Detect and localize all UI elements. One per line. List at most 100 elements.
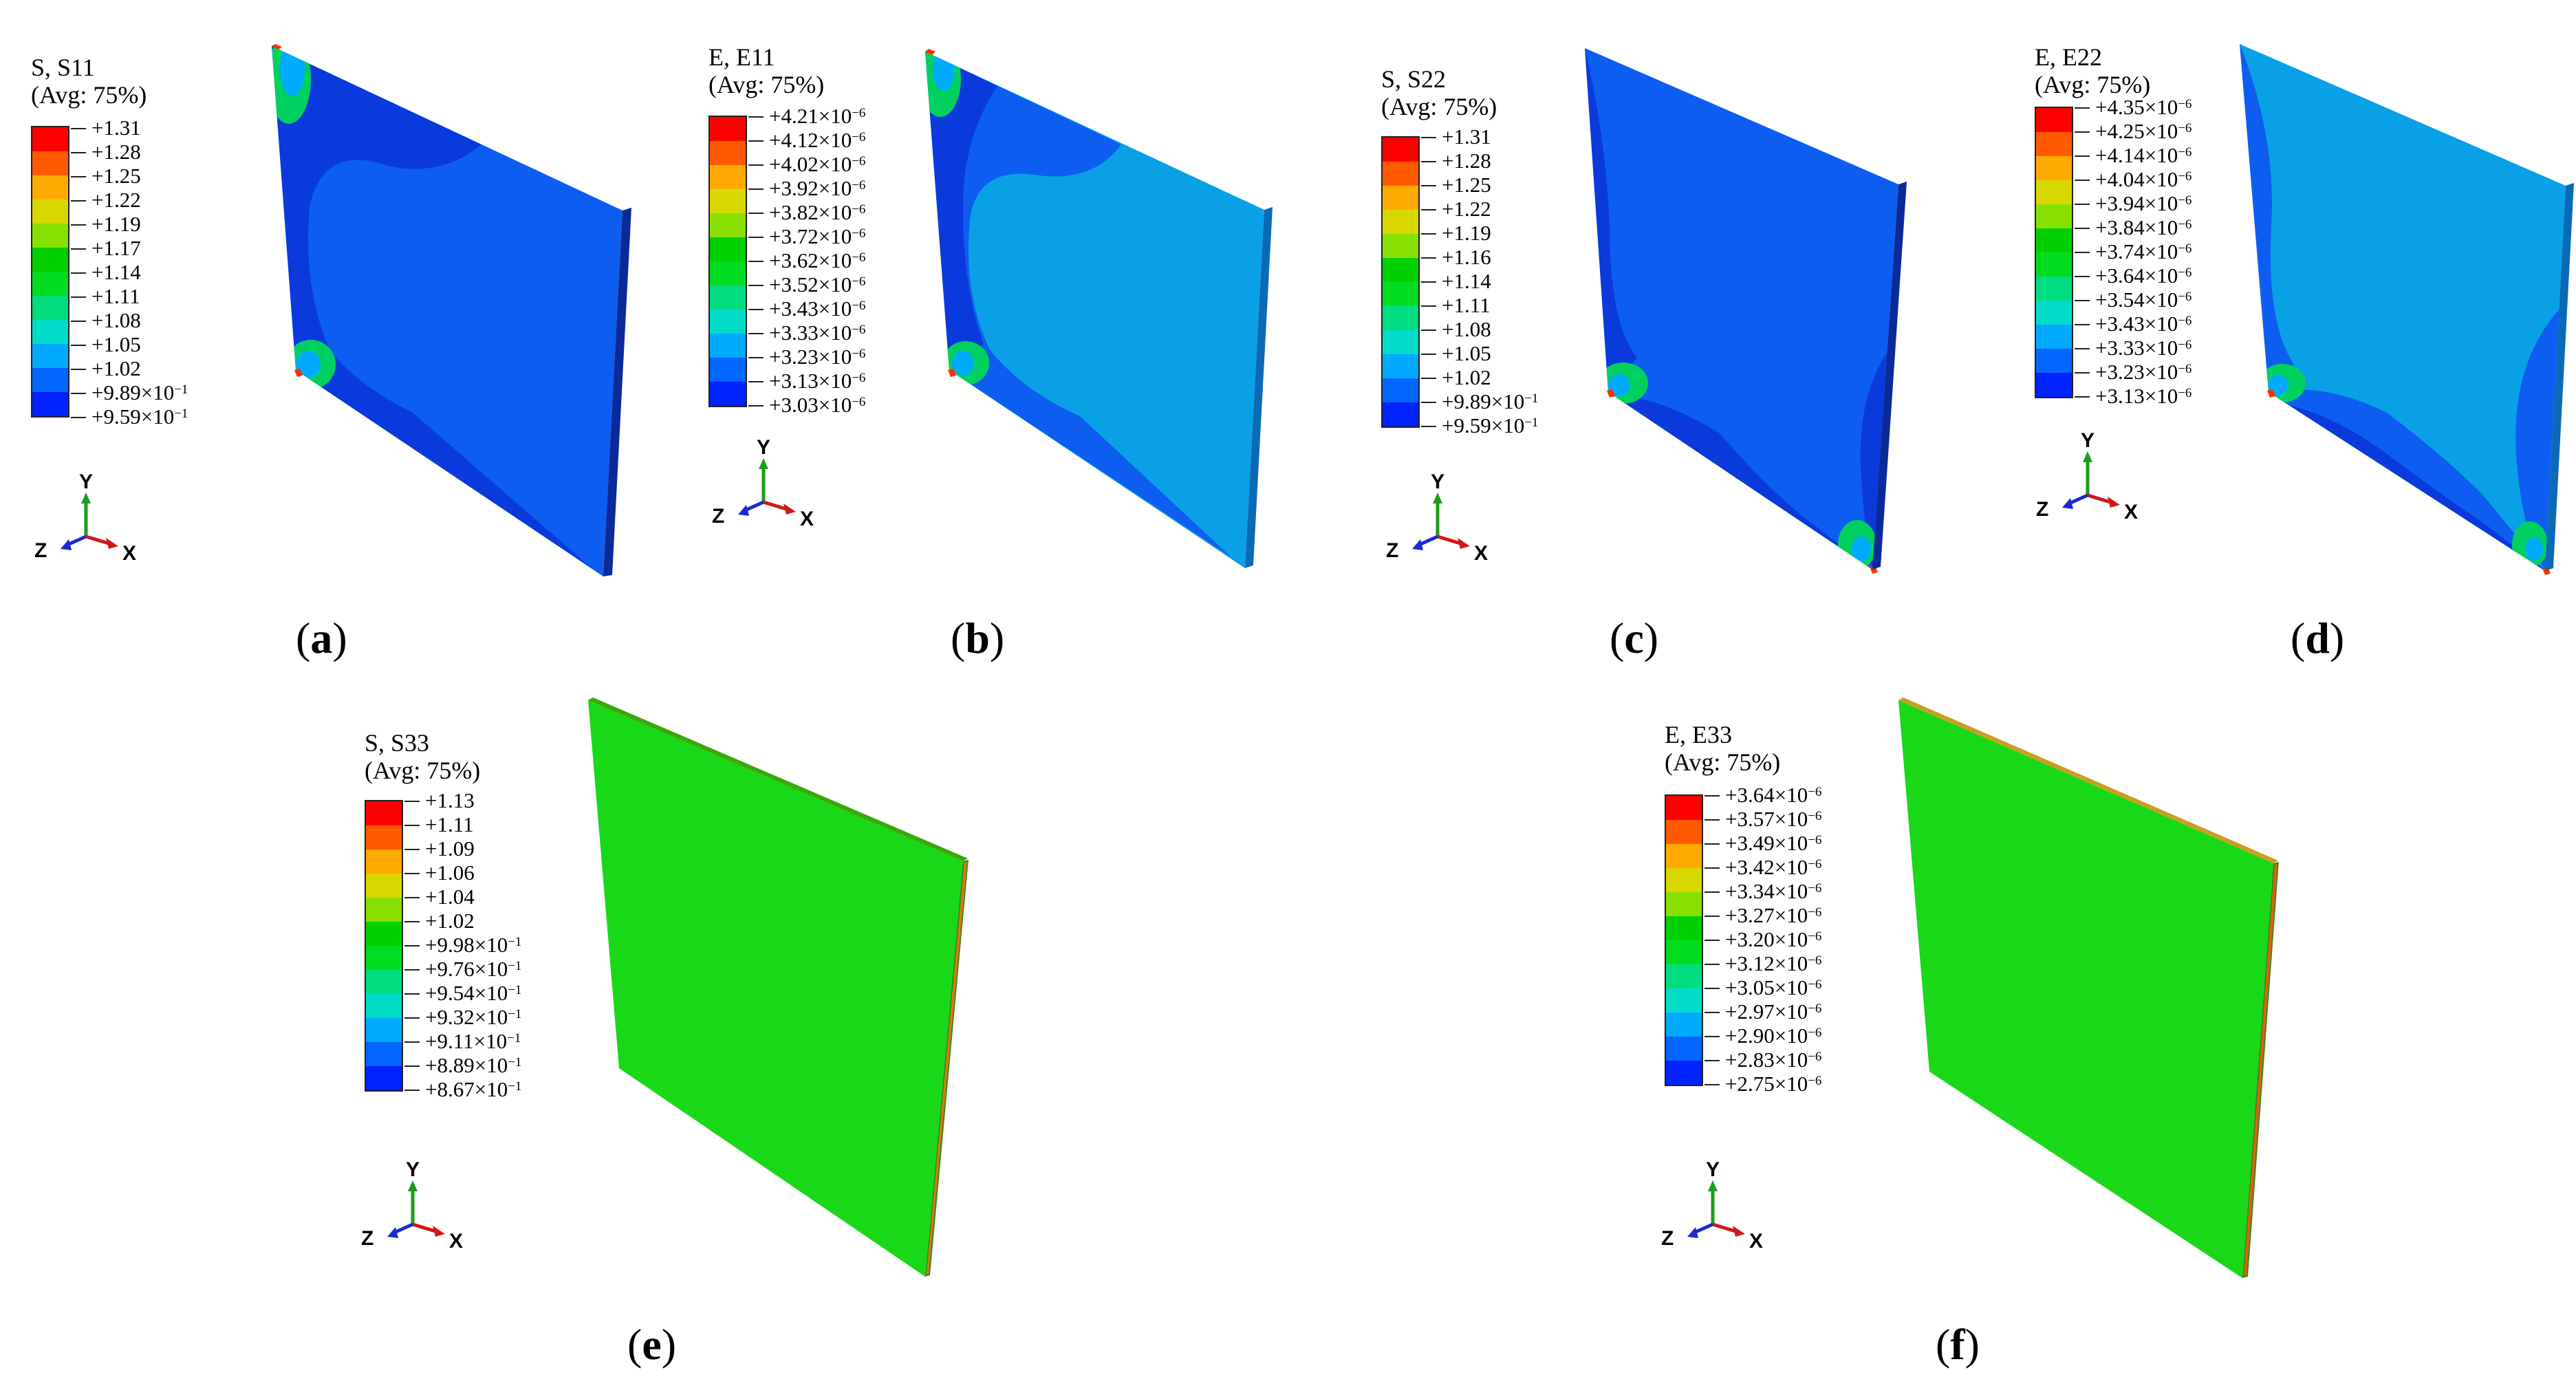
tick-value: +1.02 <box>1442 365 1491 389</box>
legend-tick-label: +3.94×10−6 <box>2074 192 2192 215</box>
legend-title: S, S22 <box>1381 65 1447 93</box>
tick-exponent: −6 <box>2178 314 2192 328</box>
legend-tick-label: +9.59×10−1 <box>70 405 188 429</box>
legend-color-band <box>32 344 68 368</box>
legend-tick-label: +1.22 <box>1421 197 1491 221</box>
tick-value: +3.57×10 <box>1725 807 1808 831</box>
legend-color-band <box>1666 1037 1702 1061</box>
axis-y-label: Y <box>79 470 93 493</box>
color-legend-bar <box>2035 107 2073 398</box>
tick-value: +1.05 <box>91 332 141 356</box>
legend-tick-label: +1.02 <box>71 356 141 380</box>
legend-tick-label: +1.09 <box>404 836 475 860</box>
tick-value: +1.22 <box>91 188 141 212</box>
color-legend-bar <box>365 800 403 1092</box>
tick-value: +2.83×10 <box>1725 1048 1808 1072</box>
tick-value: +9.89×10 <box>1442 389 1525 413</box>
tick-exponent: −1 <box>174 382 188 397</box>
legend-color-band <box>1383 306 1418 330</box>
tick-value: +1.31 <box>91 116 141 140</box>
legend-color-band <box>710 382 746 406</box>
legend-color-band <box>1666 868 1702 892</box>
legend-title: E, E22 <box>2035 43 2102 71</box>
tick-value: +3.54×10 <box>2095 288 2178 312</box>
legend-color-band <box>2036 277 2072 301</box>
legend-tick-label: +1.25 <box>1421 173 1491 197</box>
legend-color-band <box>366 801 402 825</box>
tick-value: +1.06 <box>425 860 475 885</box>
tick-value: +1.11 <box>91 284 140 308</box>
axis-triad: Y Z X <box>1386 470 1488 565</box>
legend-tick-label: +3.72×10−6 <box>748 225 865 248</box>
tick-exponent: −6 <box>1808 785 1822 799</box>
legend-avg: (Avg: 75%) <box>2035 71 2151 98</box>
color-legend-bar <box>1665 794 1703 1086</box>
tick-value: +3.27×10 <box>1725 903 1808 927</box>
legend-tick-label: +3.12×10−6 <box>1704 951 1821 975</box>
tick-value: +1.02 <box>91 356 141 380</box>
tick-exponent: −6 <box>1808 1026 1822 1040</box>
legend-title: E, E11 <box>708 43 775 71</box>
caption-d: (d) <box>2291 614 2345 662</box>
axis-z-label: Z <box>2036 498 2048 521</box>
legend-color-band <box>1383 210 1418 234</box>
tick-exponent: −6 <box>1808 1050 1822 1064</box>
tick-value: +3.42×10 <box>1725 855 1808 879</box>
legend-tick-label: +1.14 <box>1421 269 1491 293</box>
legend-color-band <box>366 994 402 1018</box>
legend-tick-label: +8.89×10−1 <box>404 1053 521 1077</box>
legend-color-band <box>710 334 746 358</box>
plate-contour-f <box>1898 697 2279 1278</box>
legend-avg: (Avg: 75%) <box>31 81 147 109</box>
tick-value: +1.09 <box>425 836 475 860</box>
panel-c: S, S22 (Avg: 75%) +1.31+1.28+1.25+1.22+1… <box>1279 0 1919 688</box>
tick-value: +3.13×10 <box>769 369 852 393</box>
tick-exponent: −6 <box>1808 881 1822 896</box>
tick-value: +1.25 <box>91 164 141 188</box>
legend-color-band <box>710 237 746 261</box>
legend-tick-label: +3.64×10−6 <box>1704 783 1822 807</box>
legend-color-band <box>1383 282 1418 306</box>
tick-value: +3.12×10 <box>1725 951 1808 975</box>
legend-color-band <box>2036 180 2072 204</box>
tick-value: +1.14 <box>1442 269 1491 293</box>
tick-exponent: −6 <box>852 154 866 169</box>
legend-color-band <box>1666 844 1702 868</box>
tick-exponent: −6 <box>852 202 866 217</box>
tick-exponent: −1 <box>1524 391 1539 406</box>
axis-x-label: X <box>122 542 136 565</box>
legend-color-band <box>1383 234 1418 258</box>
legend-color-band <box>2036 301 2072 325</box>
tick-exponent: −6 <box>2178 241 2192 256</box>
axis-x-label: X <box>2124 501 2138 523</box>
legend-color-band <box>366 970 402 994</box>
legend-tick-label: +1.05 <box>71 332 141 356</box>
tick-exponent: −6 <box>2178 193 2192 208</box>
tick-value: +4.04×10 <box>2095 167 2178 191</box>
tick-value: +9.76×10 <box>425 957 508 981</box>
axis-triad: Y Z X <box>712 436 814 530</box>
legend-tick-label: +4.12×10−6 <box>748 129 865 152</box>
legend-color-band <box>366 1066 402 1090</box>
tick-value: +8.89×10 <box>425 1053 508 1077</box>
legend-tick-label: +2.83×10−6 <box>1704 1048 1822 1072</box>
tick-value: +1.25 <box>1442 173 1491 197</box>
legend-tick-label: +1.13 <box>404 789 475 812</box>
caption-c: (c) <box>1610 614 1659 662</box>
legend-color-band <box>1383 402 1418 426</box>
legend-color-band <box>710 310 746 334</box>
tick-value: +1.17 <box>91 236 141 260</box>
axis-triad: Y Z X <box>34 470 136 565</box>
tick-exponent: −6 <box>2178 217 2192 232</box>
legend-tick-label: +9.89×10−1 <box>70 381 188 404</box>
tick-value: +1.08 <box>1442 317 1491 341</box>
legend-color-band <box>32 248 68 272</box>
legend-color-band <box>1666 796 1702 820</box>
legend-color-band <box>1383 330 1418 354</box>
legend-tick-label: +3.43×10−6 <box>2074 312 2192 336</box>
legend-tick-label: +2.90×10−6 <box>1704 1024 1822 1048</box>
legend-tick-label: +1.28 <box>1421 149 1491 173</box>
legend-tick-label: +4.02×10−6 <box>748 153 866 176</box>
tick-exponent: −1 <box>508 983 522 997</box>
panel-b: E, E11 (Avg: 75%) +4.21×10−6+4.12×10−6+4… <box>640 0 1279 688</box>
